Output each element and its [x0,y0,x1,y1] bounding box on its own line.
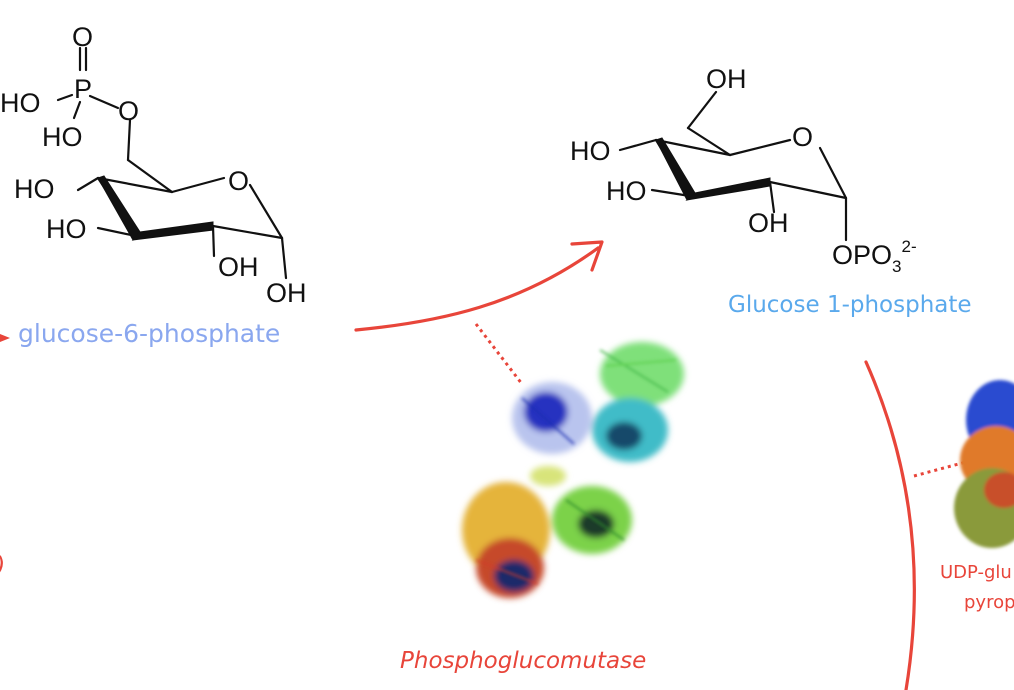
left-edge-arrowhead [0,334,10,342]
glucose-1-phosphate-structure [618,90,848,242]
glucose-6-phosphate-atoms: O P HO HO O O HO HO OH OH [0,22,307,308]
label-udp-glucose-line1: UDP-glu [940,562,1012,583]
atom-ho-c3: HO [606,176,647,206]
reaction-arrow-head [570,240,604,272]
atom-ho-c4: HO [14,174,55,204]
phosphoglucomutase-structure [462,342,684,598]
right-enzyme-connector-dotted [913,460,967,478]
atom-ho-c4: HO [570,136,611,166]
atom-oh-c2: OH [748,208,789,238]
phosphoglucomutase-strands [475,349,677,585]
glucose-6-phosphate-wedges [97,175,214,241]
label-phosphoglucomutase: Phosphoglucomutase [400,648,646,674]
atom-o-ester: O [118,96,139,126]
glucose-6-phosphate-structure [56,46,288,280]
atom-ring-o: O [228,166,249,196]
atom-opo3: OPO32- [832,237,917,276]
left-edge-fragment: ) [0,552,5,580]
downward-arrow-curve [864,360,916,690]
label-glucose-6-phosphate: glucose-6-phosphate [18,319,280,348]
glucose-1-phosphate-wedges [655,137,771,201]
atom-o-double: O [72,22,93,52]
udp-glucose-pyrophosphorylase-structure [954,380,1014,548]
atom-p: P [74,74,92,104]
glucose-1-phosphate-atoms: OH O HO HO OH OPO32- [570,64,917,276]
atom-ho-c3: HO [46,214,87,244]
atom-oh-c2: OH [218,252,259,282]
label-glucose-1-phosphate: Glucose 1-phosphate [728,292,972,318]
atom-ho-phosphate-2: HO [42,122,83,152]
label-udp-glucose-line2: pyrop [964,592,1014,613]
reaction-arrow-curve [354,246,600,332]
enzyme-connector-dotted [474,323,524,385]
atom-ring-o: O [792,122,813,152]
atom-ho-phosphate: HO [0,88,41,118]
atom-oh-c1: OH [266,278,307,308]
atom-oh-c6: OH [706,64,747,94]
